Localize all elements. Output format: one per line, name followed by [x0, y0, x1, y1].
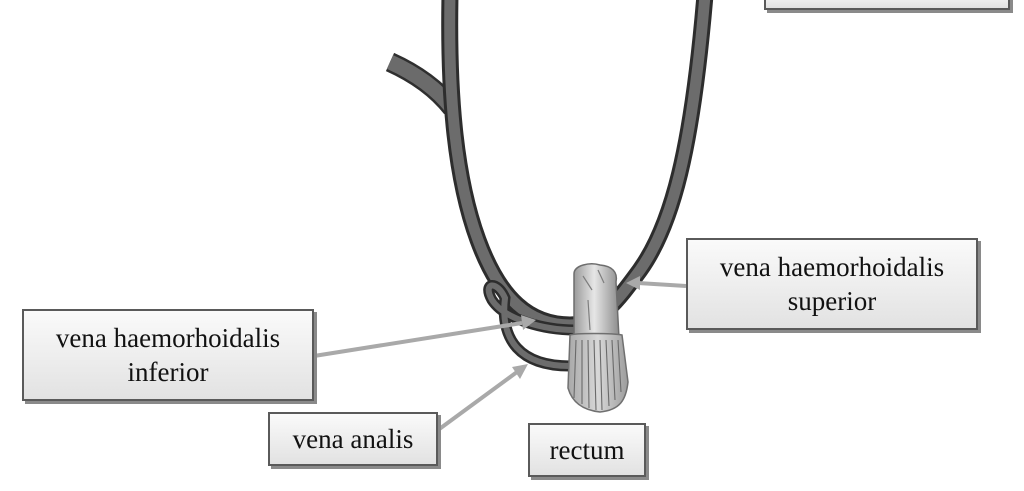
- label-vena-haemorhoidalis-superior: vena haemorhoidalis superior: [686, 238, 978, 330]
- cropped-label-box: [764, 0, 1010, 10]
- leader-arrow-analis: [436, 364, 528, 432]
- label-vena-haemorhoidalis-inferior: vena haemorhoidalis inferior: [22, 309, 314, 401]
- leader-arrow-superior: [626, 276, 687, 290]
- label-sup-line2: superior: [787, 286, 877, 316]
- label-rectum-text: rectum: [549, 435, 625, 465]
- label-sup-line1: vena haemorhoidalis: [719, 252, 945, 282]
- label-inf-line2: inferior: [127, 357, 209, 387]
- label-rectum: rectum: [528, 423, 646, 477]
- label-vena-analis: vena analis: [268, 412, 438, 466]
- label-inf-line1: vena haemorhoidalis: [55, 323, 281, 353]
- label-analis-text: vena analis: [292, 424, 414, 454]
- rectum-organ: [567, 263, 629, 413]
- leader-arrow-inferior: [313, 315, 536, 358]
